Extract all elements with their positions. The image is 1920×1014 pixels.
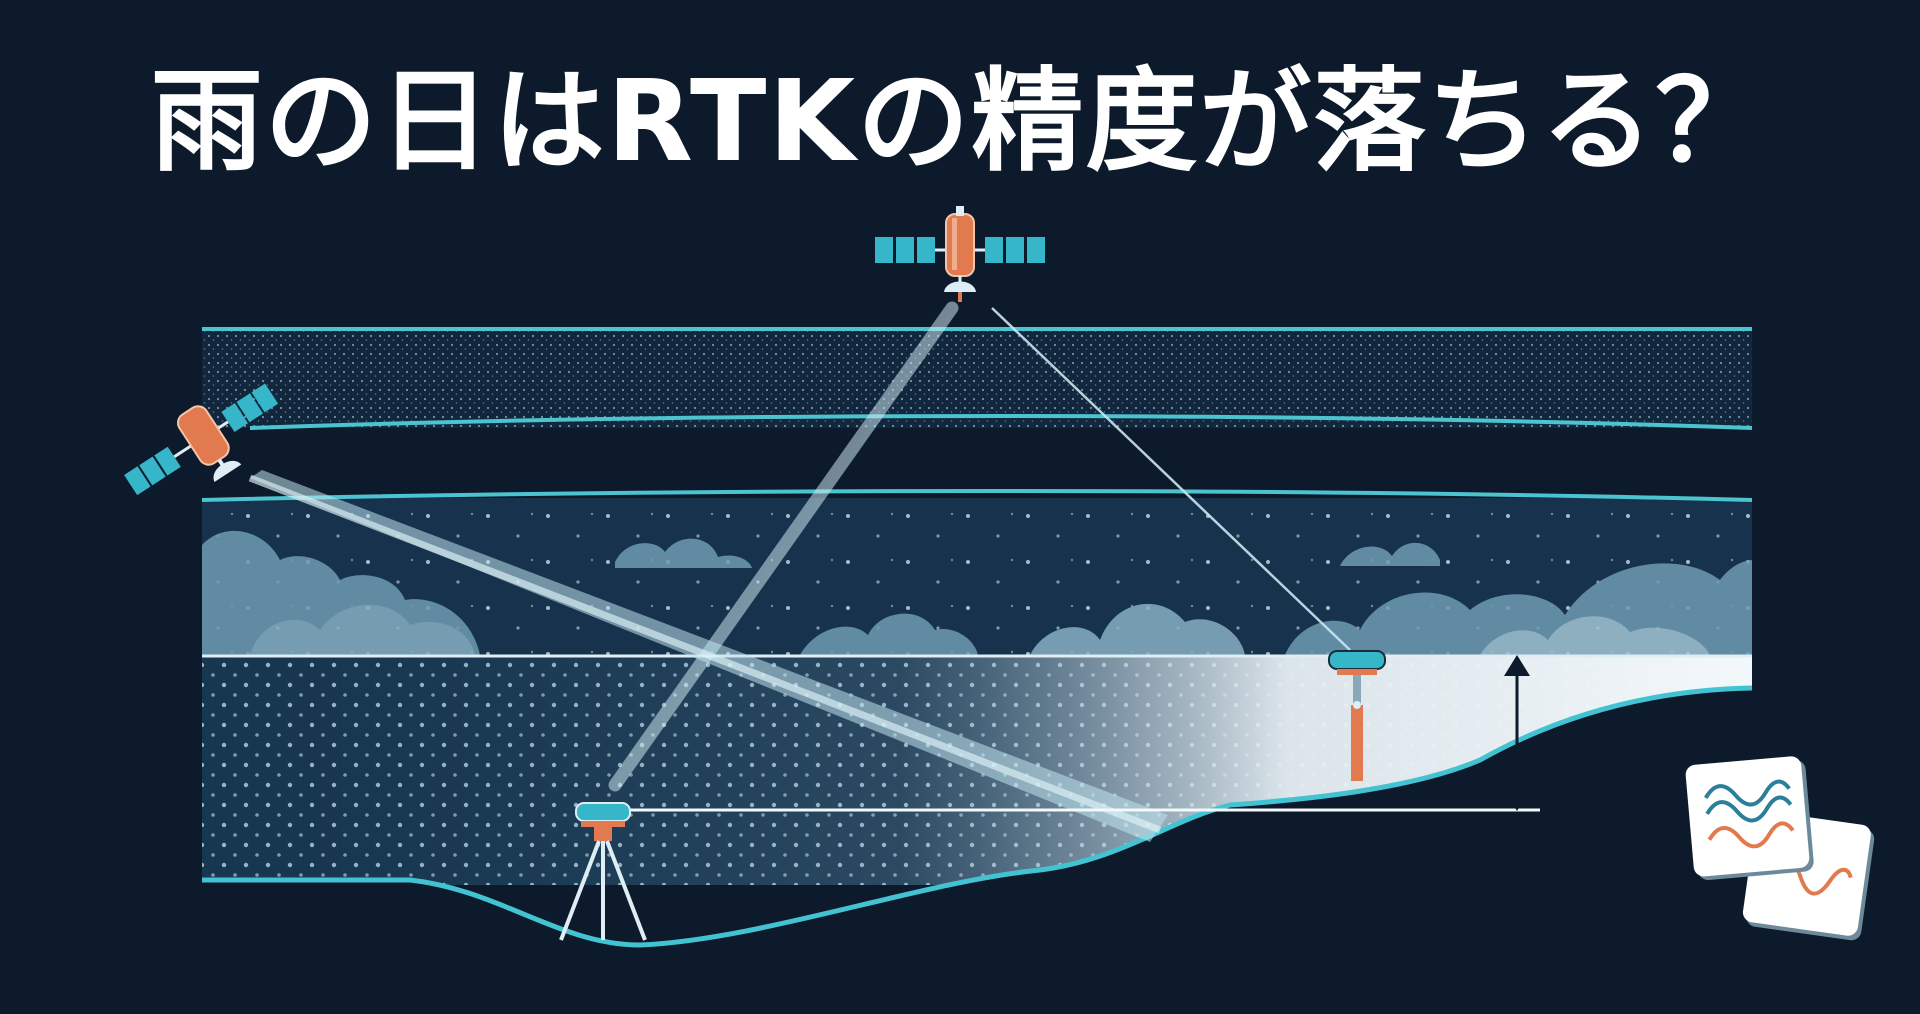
waveform-card-icon bbox=[1685, 756, 1875, 941]
page-title: 雨の日はRTKの精度が落ちる？ bbox=[150, 57, 1770, 187]
double-arrow-vertical-icon bbox=[1504, 655, 1530, 811]
satellite-icon bbox=[875, 206, 1045, 302]
height-difference-indicator bbox=[630, 655, 1540, 812]
cloud-layer bbox=[201, 489, 1753, 655]
upper-atmosphere-band bbox=[202, 327, 1753, 430]
satellite-icon bbox=[124, 383, 279, 496]
gnss-rover-pole-icon bbox=[1328, 650, 1386, 781]
ground-profile bbox=[202, 685, 1753, 948]
tripod-gnss-base-icon bbox=[559, 802, 647, 941]
signal-paths bbox=[248, 301, 1351, 842]
